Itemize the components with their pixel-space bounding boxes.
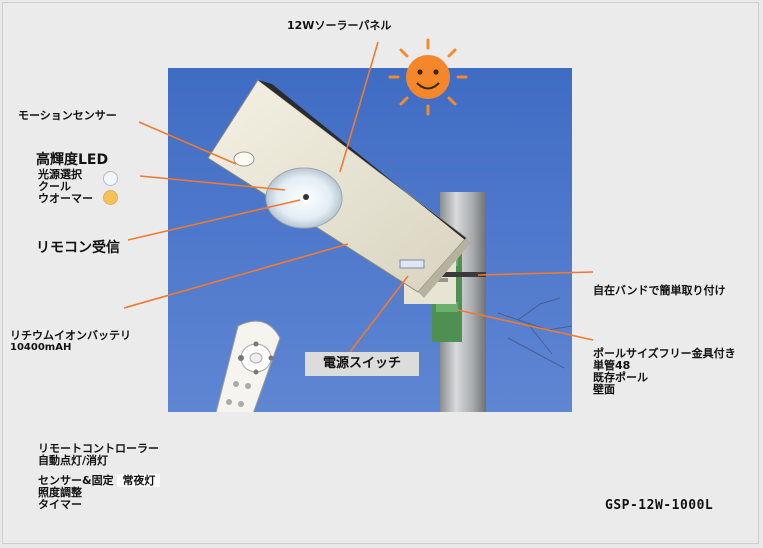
remote-timer: タイマー: [38, 498, 82, 511]
warm-light-indicator: [103, 190, 118, 205]
sun-icon: [388, 38, 468, 116]
pole-bracket-label: ポールサイズフリー金具付き 単管48 既存ポール 壁面: [593, 348, 736, 396]
band-mount-label: 自在バンドで簡単取り付け: [593, 284, 726, 297]
light-source-select-label: 光源選択: [38, 168, 82, 181]
remote-title: リモートコントローラー: [38, 442, 159, 455]
warm-label: ウオーマー: [38, 192, 93, 205]
remote-sensor-fixed: センサー&固定: [38, 474, 114, 487]
solar-panel-label: 12Wソーラーパネル: [287, 19, 392, 32]
remote-brightness: 照度調整: [38, 486, 82, 499]
remote-auto-onoff: 自動点灯/消灯: [38, 454, 109, 467]
pole-pipe-48: 単管48: [593, 359, 631, 372]
pole-wall: 壁面: [593, 383, 615, 396]
pole-size-free: ポールサイズフリー金具付き: [593, 347, 736, 360]
power-switch-label: 電源スイッチ: [305, 352, 419, 376]
remote-features-label: リモートコントローラー 自動点灯/消灯 センサー&固定 常夜灯 照度調整 タイマ…: [38, 442, 161, 511]
cool-light-indicator: [103, 171, 118, 186]
battery-capacity: 10400mAH: [10, 342, 72, 353]
battery-label: リチウムイオンバッテリ 10400mAH: [10, 330, 131, 354]
remote-control-icon: [215, 320, 281, 412]
battery-type: リチウムイオンバッテリ: [10, 329, 131, 342]
remote-night-light: 常夜灯: [117, 474, 161, 487]
pole-existing: 既存ポール: [593, 371, 648, 384]
high-brightness-led-label: 高輝度LED: [36, 152, 109, 168]
remote-receiver-label: リモコン受信: [36, 240, 120, 256]
model-number: GSP-12W-1000L: [605, 498, 714, 513]
motion-sensor-label: モーションセンサー: [18, 109, 117, 122]
cool-label: クール: [38, 180, 71, 193]
